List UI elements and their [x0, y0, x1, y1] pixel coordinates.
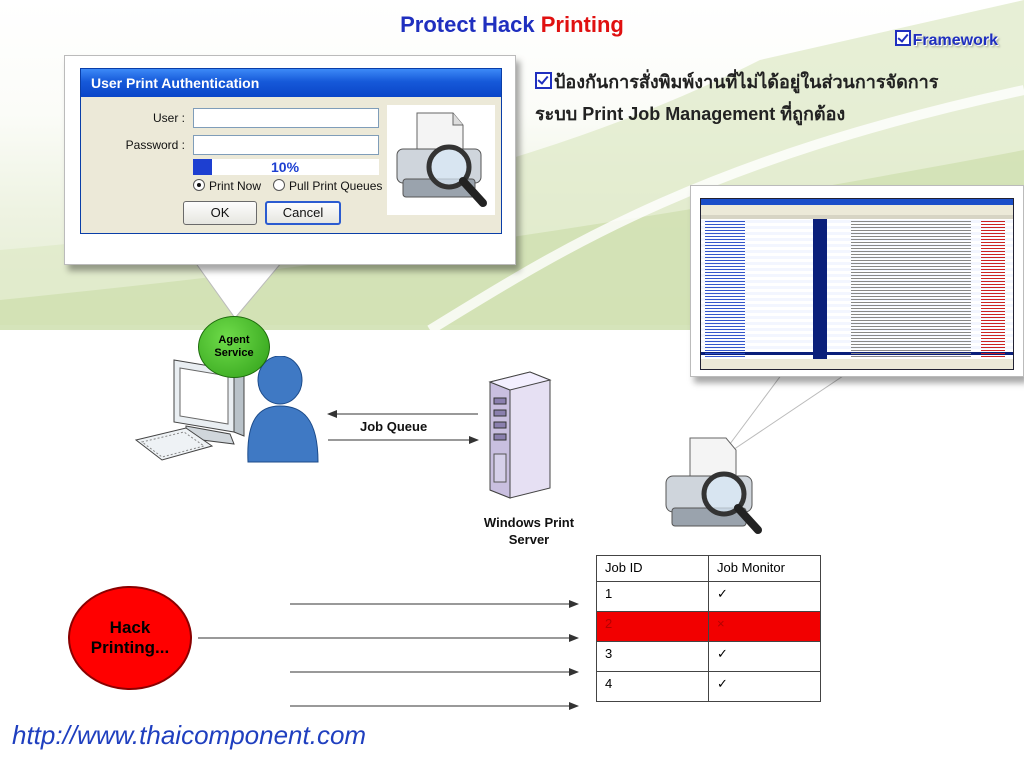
password-label: Password : — [125, 138, 185, 152]
user-input[interactable] — [193, 108, 379, 128]
hack-printing-badge: Hack Printing... — [68, 586, 192, 690]
auth-dialog: User Print Authentication User : Passwor… — [80, 68, 502, 234]
password-input[interactable] — [193, 135, 379, 155]
job-id-cell: 1 — [596, 581, 709, 612]
table-row: 1 ✓ — [596, 581, 821, 612]
print-server-icon — [488, 371, 552, 499]
job-status-cell: ✓ — [708, 581, 821, 612]
job-queue-label: Job Queue — [360, 419, 428, 434]
table-row-blocked: 2 × — [596, 611, 821, 642]
cancel-button[interactable]: Cancel — [265, 201, 341, 225]
printer-magnifier-icon — [396, 112, 487, 207]
table-row: 3 ✓ — [596, 641, 821, 672]
radio-pull-print-queues[interactable]: Pull Print Queues — [273, 179, 382, 193]
jobs-table: Job ID Job Monitor 1 ✓ 2 × 3 ✓ 4 ✓ — [596, 555, 821, 702]
job-list-thumbnail-icon — [701, 199, 1013, 369]
job-id-cell: 2 — [596, 611, 709, 642]
network-printer-icon — [665, 437, 762, 534]
page-title: Protect Hack Printing — [400, 12, 624, 37]
table-row: 4 ✓ — [596, 671, 821, 702]
website-url[interactable]: http://www.thaicomponent.com — [12, 720, 367, 750]
table-header-row: Job ID Job Monitor — [596, 555, 821, 582]
progress-text: 10% — [271, 159, 300, 175]
ok-button[interactable]: OK — [183, 201, 257, 225]
printer-search-image — [387, 105, 495, 215]
progress-bar — [193, 159, 379, 175]
job-id-cell: 3 — [596, 641, 709, 672]
radio-icon — [273, 179, 285, 191]
header-job-id: Job ID — [596, 555, 709, 582]
dialog-title: User Print Authentication — [81, 69, 501, 97]
checkbox-icon — [535, 72, 552, 89]
header-job-monitor: Job Monitor — [708, 555, 821, 582]
job-status-cell: × — [708, 611, 821, 642]
job-status-cell: ✓ — [708, 671, 821, 702]
radio-selected-icon — [193, 179, 205, 191]
server-label: Windows Print Server — [483, 515, 575, 547]
framework-label: Framework — [894, 30, 998, 50]
user-label: User : — [152, 111, 185, 125]
description-text: ป้องกันการสั่งพิมพ์งานที่ไม่ได้อยู่ในส่ว… — [535, 72, 939, 124]
progress-fill — [193, 159, 212, 175]
radio-print-now[interactable]: Print Now — [193, 179, 261, 193]
checkbox-icon — [894, 30, 911, 46]
user-person-icon — [247, 356, 319, 463]
client-computer-icon — [134, 359, 245, 461]
job-id-cell: 4 — [596, 671, 709, 702]
job-status-cell: ✓ — [708, 641, 821, 672]
agent-service-badge: Agent Service — [198, 316, 270, 378]
job-monitor-screenshot — [700, 198, 1014, 370]
